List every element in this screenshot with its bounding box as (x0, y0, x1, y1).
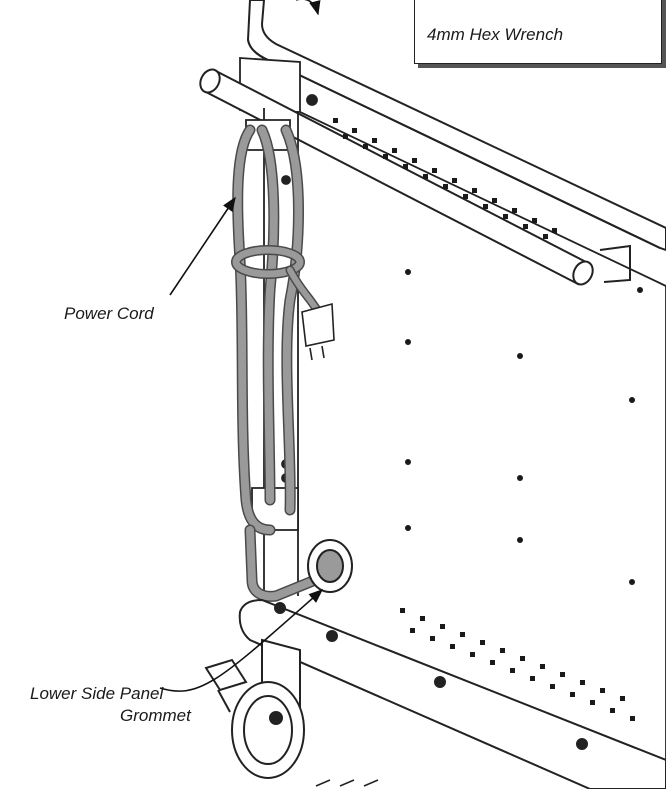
bottom-perforations (400, 608, 635, 721)
hex-wrench-label: 4mm Hex Wrench (427, 25, 564, 44)
lower-side-panel-grommet (307, 539, 353, 593)
tool-callout-box (414, 0, 662, 64)
grommet-label-line2: Grommet (120, 706, 191, 725)
power-cord (231, 124, 336, 602)
plug (301, 302, 335, 361)
top-perforations (333, 118, 557, 239)
dimension-ticks (315, 779, 379, 787)
bottom-shelf (238, 598, 666, 789)
panel-holes (405, 269, 643, 585)
handle-bar (199, 68, 631, 286)
leader-arrows (159, 0, 324, 692)
caster-wheel (204, 638, 305, 779)
grommet-label-line1: Lower Side Panel (30, 684, 164, 703)
power-cord-label: Power Cord (64, 304, 154, 323)
